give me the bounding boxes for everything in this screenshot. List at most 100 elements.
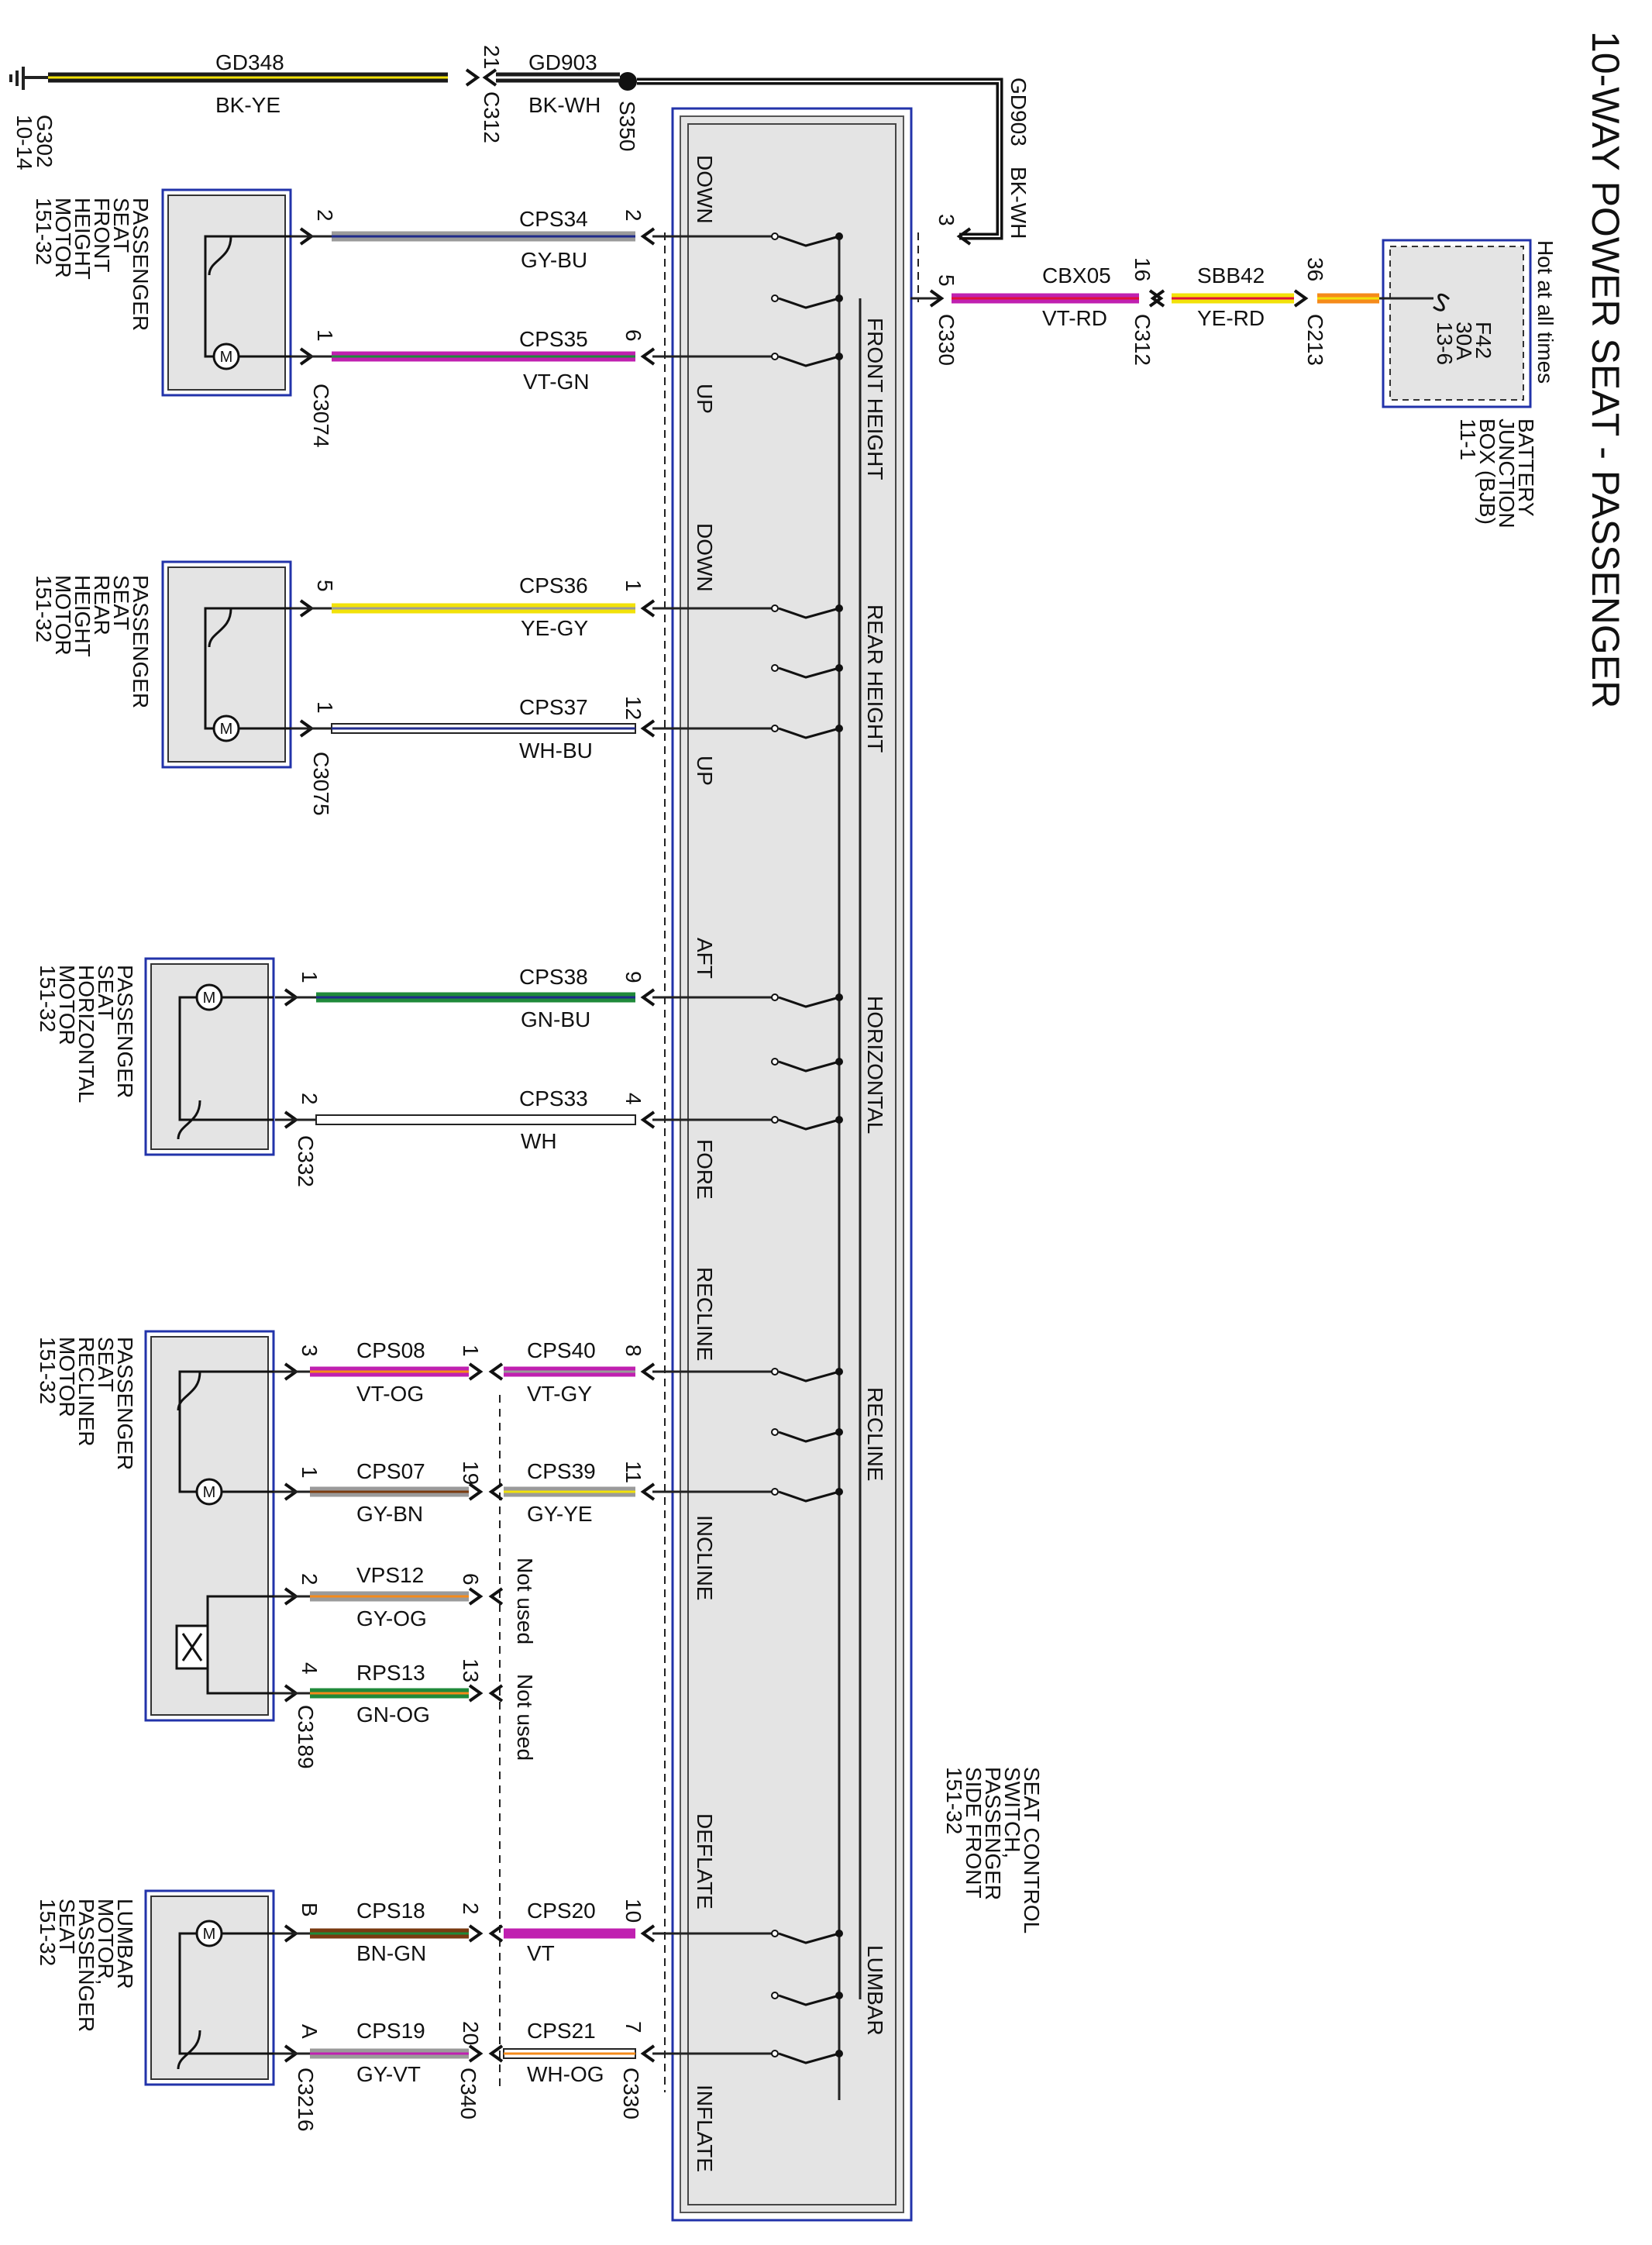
contact-arm-2 [778, 355, 840, 367]
vps12-pin-comp: 2 [298, 1573, 322, 1586]
rh-name-2: SEAT [109, 575, 133, 630]
c213-pin: 36 [1303, 257, 1327, 281]
conn-c332: C332 [294, 1135, 318, 1187]
rh-thermal-icon [208, 608, 232, 648]
cps37-arrow-sw [640, 719, 656, 738]
cps20-arrow-mid-a [468, 1924, 484, 1943]
lum-motor-leads [178, 1932, 274, 2055]
diagram-title: 10-WAY POWER SEAT - PASSENGER [1584, 31, 1627, 708]
pos-down-1: DOWN [693, 155, 717, 224]
pos-aft: AFT [693, 938, 717, 979]
contact-arm-12 [778, 1932, 840, 1944]
rh-motor-leads [204, 607, 291, 730]
riser-wire-gd903-stripe [637, 81, 1000, 237]
rps13-color: GN-OG [356, 1703, 430, 1727]
vps12-circuit: VPS12 [356, 1563, 424, 1587]
fuse-ref-label: 13-6 [1433, 322, 1457, 365]
sbb42-circuit: SBB42 [1197, 263, 1265, 288]
cps35-color: VT-GN [523, 370, 590, 394]
cps34-color: GY-BU [521, 248, 587, 272]
hz-name-4: MOTOR [55, 965, 79, 1045]
switch-outer-frame [671, 107, 913, 2222]
switch-name-5: 151-32 [942, 1767, 966, 1834]
arrow-c312-gnd-a [465, 68, 480, 87]
contact-node-13 [771, 1992, 779, 1999]
cps33-arrow-sw [640, 1110, 656, 1129]
hz-motor-leads [178, 996, 274, 1121]
riser-circuit: GD903 [1007, 77, 1031, 146]
cps37-circuit: CPS37 [519, 695, 588, 719]
section-lumbar: LUMBAR [863, 1945, 887, 2036]
fuse-f42-icon [1433, 293, 1451, 312]
hz-name-2: SEAT [94, 965, 118, 1020]
switch-body [680, 115, 904, 2213]
switch-name-2: SWITCH, [1000, 1767, 1024, 1858]
contact-arm-4 [778, 666, 840, 679]
cbx05-color: VT-RD [1042, 306, 1107, 330]
arrow-c312-batt-b [1148, 289, 1164, 308]
rh-motor-outer [161, 560, 292, 769]
lum-name-3: PASSENGER [74, 1899, 98, 2032]
contact-arm-0 [778, 235, 840, 247]
cps33-pin-sw: 4 [621, 1093, 645, 1105]
bjb-name-3: BOX (BJB) [1475, 418, 1499, 525]
vps12-arrow-mid-b [488, 1587, 504, 1606]
conn-c3216: C3216 [294, 2068, 318, 2132]
cps34-arrow-sw [640, 227, 656, 246]
lum-name-2: MOTOR, [94, 1899, 118, 1985]
contact-dot-3 [835, 604, 843, 612]
rec-motor-name: PASSENGER SEAT RECLINER MOTOR 151-32 [36, 1337, 137, 1470]
contact-node-14 [771, 2050, 779, 2057]
ground-ref-label: 10-14 [12, 115, 36, 170]
cps21-arrow-mid-a [468, 2044, 484, 2063]
fh-motor-name: PASSENGER SEAT FRONT HEIGHT MOTOR 151-32 [32, 198, 153, 331]
contact-dot-13 [835, 1992, 843, 1999]
fuse-amp-label: 30A [1452, 322, 1476, 360]
bjb-name-4: 11-1 [1456, 418, 1480, 460]
gd348-circuit: GD348 [215, 50, 284, 74]
cps39-arrow-mid-b [488, 1482, 504, 1501]
rh-motor-icon-m: M [220, 721, 233, 738]
rec-motor-icon [195, 1478, 223, 1506]
fuse-f42-label: F42 [1471, 322, 1495, 359]
conn-c3189: C3189 [294, 1705, 318, 1769]
vps12-color: GY-OG [356, 1606, 427, 1630]
rec-sensor-leads [206, 1595, 274, 1695]
bjb-name-1: BATTERY [1514, 418, 1538, 517]
switch-name-3: PASSENGER [981, 1767, 1005, 1900]
pos-inflate: INFLATE [693, 2085, 717, 2172]
cps21-arrow-mid-b [488, 2044, 504, 2063]
fh-name-4: HEIGHT [71, 198, 95, 280]
contact-node-0 [771, 232, 779, 240]
contact-node-1 [771, 294, 779, 302]
cps34-pin-comp: 2 [313, 209, 337, 222]
bjb-body [1389, 246, 1524, 401]
rh-name-1: PASSENGER [129, 575, 153, 708]
hz-motor-icon-m: M [203, 990, 216, 1007]
conn-c340: C340 [456, 2068, 480, 2119]
hz-thermal-icon [177, 1100, 201, 1140]
contact-arm-13 [778, 1994, 840, 2006]
cps35-pin-sw: 6 [621, 329, 645, 342]
vps12-pin-mid: 6 [459, 1573, 483, 1586]
cps21-circuit: CPS21 [527, 2019, 596, 2043]
fh-motor-leads [204, 235, 291, 358]
rh-name-4: HEIGHT [71, 575, 95, 657]
cps37-color: WH-BU [519, 739, 593, 763]
splice-s350-dot [618, 72, 637, 91]
contact-dot-2 [835, 353, 843, 360]
hz-name-1: PASSENGER [113, 965, 137, 1098]
arrow-c330-batt [929, 289, 945, 308]
splice-s350-label: S350 [615, 101, 639, 151]
ground-id-label: G302 [33, 115, 57, 168]
arrow-c213 [1293, 289, 1309, 308]
contact-dot-12 [835, 1930, 843, 1937]
c330-batt-connector: C330 [934, 314, 959, 366]
hz-motor-name: PASSENGER SEAT HORIZONTAL MOTOR 151-32 [36, 965, 137, 1103]
cps36-pin-sw: 1 [621, 580, 645, 592]
vps12-arrow-mid-a [468, 1587, 484, 1606]
cps08-pin-comp: 3 [298, 1345, 322, 1357]
contact-arm-11 [778, 1490, 840, 1503]
cps36-color: YE-GY [521, 616, 588, 640]
